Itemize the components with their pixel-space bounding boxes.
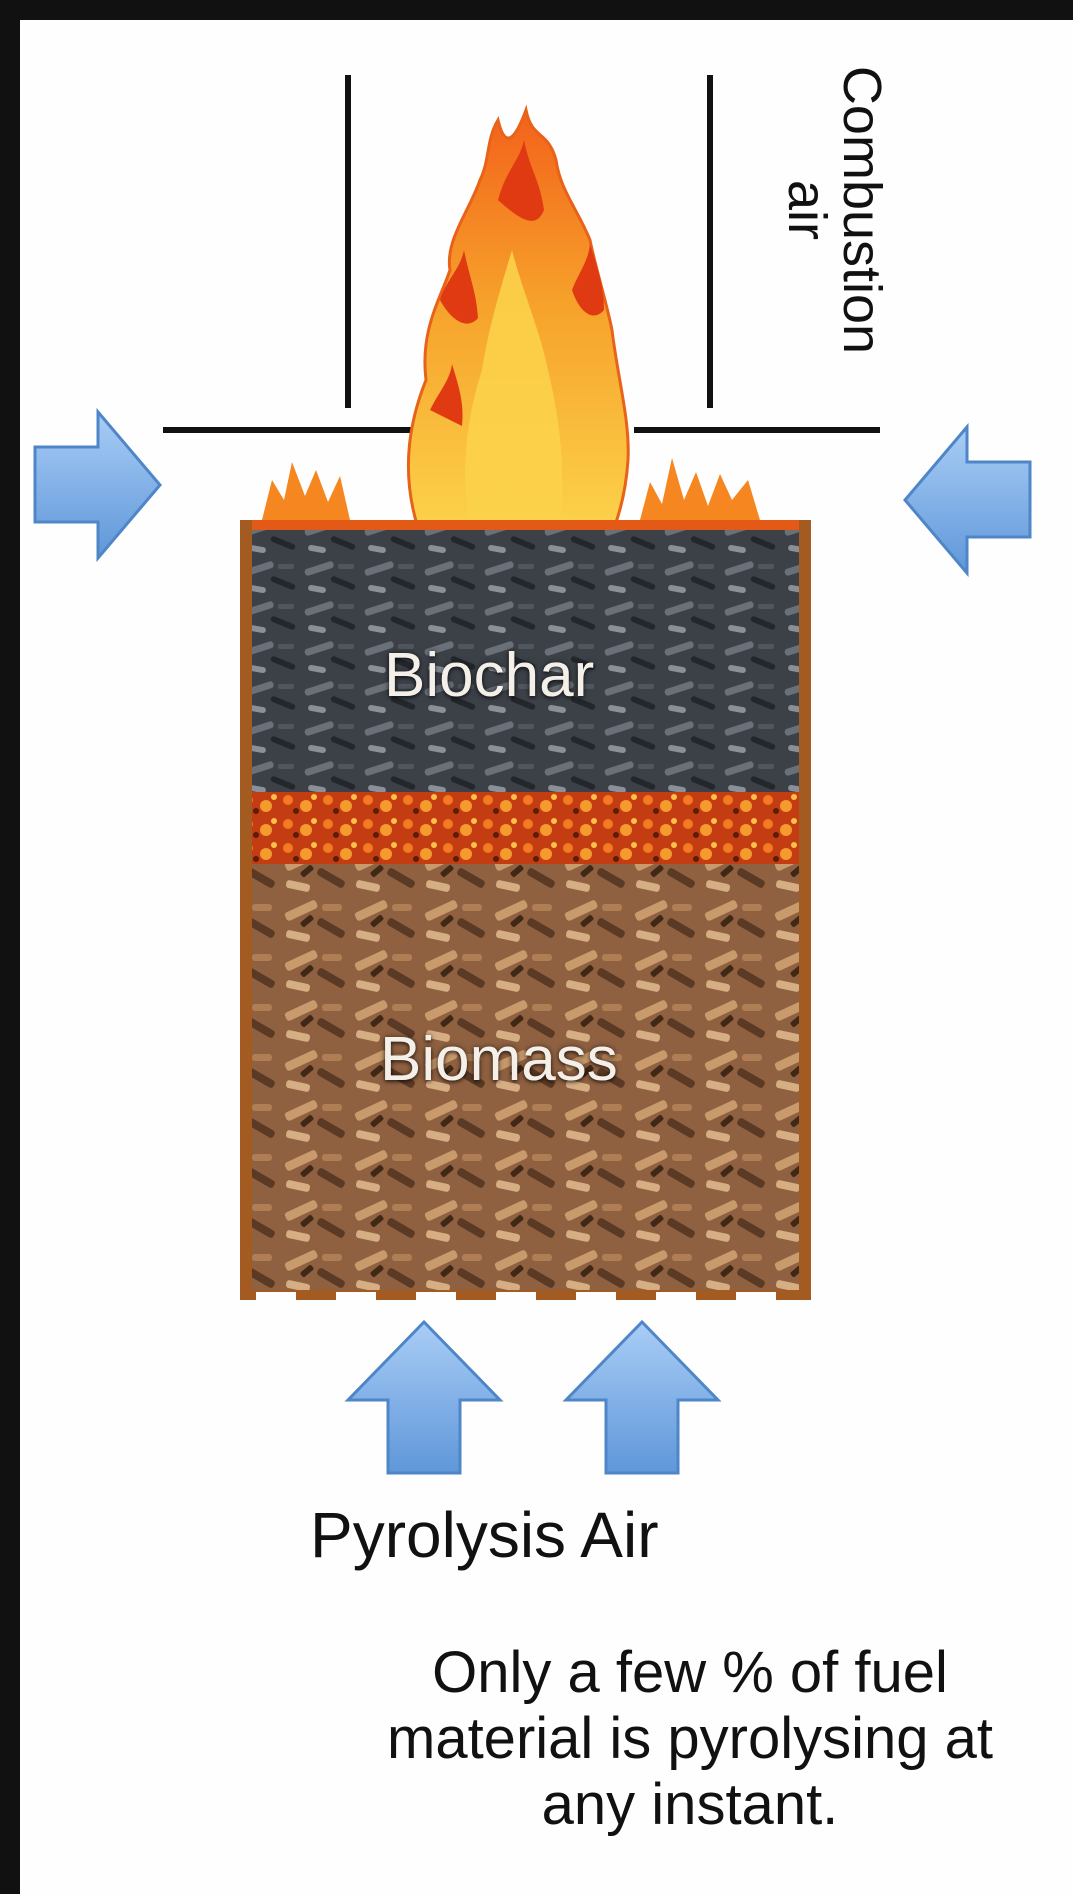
arrow-up-icon — [566, 1322, 718, 1473]
arrow-left-icon — [905, 427, 1030, 573]
note-line-2: material is pyrolysing at — [330, 1706, 1050, 1772]
flame-icon — [262, 110, 760, 528]
biochar-label: Biochar — [384, 640, 594, 711]
note-line-1: Only a few % of fuel — [330, 1640, 1050, 1706]
arrow-up-icon — [348, 1322, 500, 1473]
glow-layer — [252, 792, 799, 864]
combustion-air-line1: Combustion — [834, 66, 889, 354]
note-line-3: any instant. — [330, 1772, 1050, 1838]
note-text: Only a few % of fuel material is pyrolys… — [330, 1640, 1050, 1838]
combustion-air-line2: air — [779, 66, 834, 354]
biomass-label: Biomass — [380, 1024, 618, 1095]
pyrolysis-air-label: Pyrolysis Air — [310, 1503, 659, 1567]
arrow-right-icon — [35, 412, 160, 558]
